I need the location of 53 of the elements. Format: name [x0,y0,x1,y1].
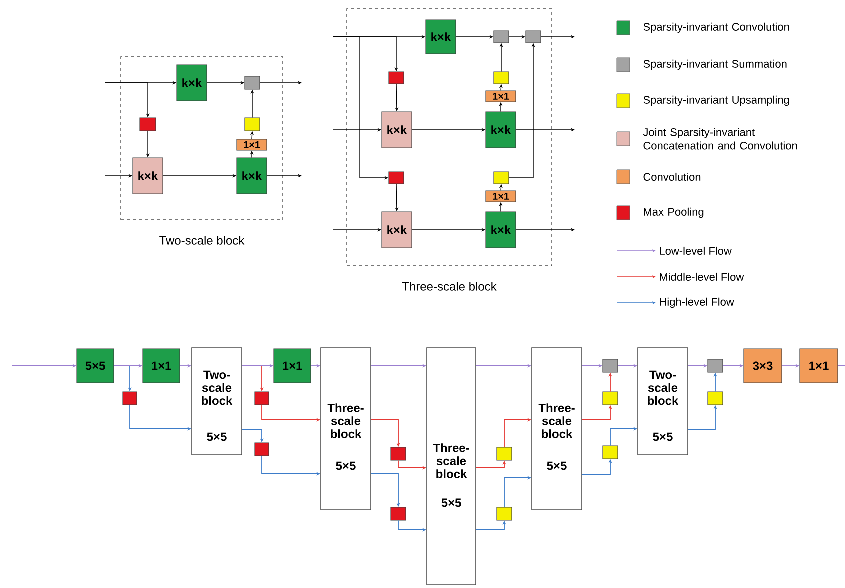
block-box: Three- scale block 5×5 [532,348,582,510]
concat-conv-box: k×k [382,212,412,248]
legend-label: Max Pooling [644,208,704,218]
upsampling-box [602,446,618,460]
convolution-box: 1×1 [486,90,516,102]
concat-conv-box: k×k [132,158,164,194]
legend-label: High-level Flow [660,298,734,308]
summation-box [244,76,260,90]
block-box: Two- scale block 5×5 [638,348,688,456]
convolution-box: 5×5 [76,348,114,384]
upsampling-box [494,172,510,184]
pooling-box [122,392,138,406]
pooling-box [254,392,270,406]
convolution-box: 1×1 [274,348,312,384]
block-box: Three- scale block 5×5 [426,348,476,586]
legend-label: Low-level Flow [660,246,732,256]
pooling-box [254,442,270,456]
summation-box [602,359,618,373]
convolution-box: k×k [236,158,268,194]
upsampling-box [496,447,512,461]
block-box: Two- scale block 5×5 [192,348,242,456]
convolution-box: k×k [486,212,516,248]
summation-box [526,30,542,44]
convolution-box: k×k [426,20,456,54]
summation-box [708,359,724,373]
convolution-box: 3×3 [744,348,782,384]
legend-label: Sparsity-invariant Summation [644,60,787,70]
convolution-box: 1×1 [236,139,268,151]
convolution-box: 1×1 [800,348,838,384]
pooling-box [388,72,404,84]
legend-label: Convolution [644,172,701,182]
convolution-box: 1×1 [486,190,516,202]
block-box: Three- scale block 5×5 [320,348,372,510]
legend-label: Middle-level Flow [660,272,744,282]
pooling-box [390,447,406,461]
convolution-box: k×k [486,112,516,148]
concat-conv-box: k×k [382,112,412,148]
block-label: Three-scale block [402,282,497,291]
convolution-box: 1×1 [142,348,180,384]
upsampling-box [496,507,512,521]
summation-box [494,30,510,44]
legend-label: Sparsity-invariant Upsampling [644,96,790,106]
upsampling-box [708,392,724,406]
legend-label: Joint Sparsity-invariant Concatenation and Convolution [643,128,798,150]
pooling-box [388,172,404,184]
upsampling-box [494,72,510,84]
pooling-box [140,118,156,132]
convolution-box: k×k [176,64,208,102]
legend-label: Sparsity-invariant Convolution [644,22,790,34]
block-label: Two-scale block [160,236,245,245]
upsampling-box [244,118,260,132]
pooling-box [390,507,406,521]
upsampling-box [602,392,618,406]
